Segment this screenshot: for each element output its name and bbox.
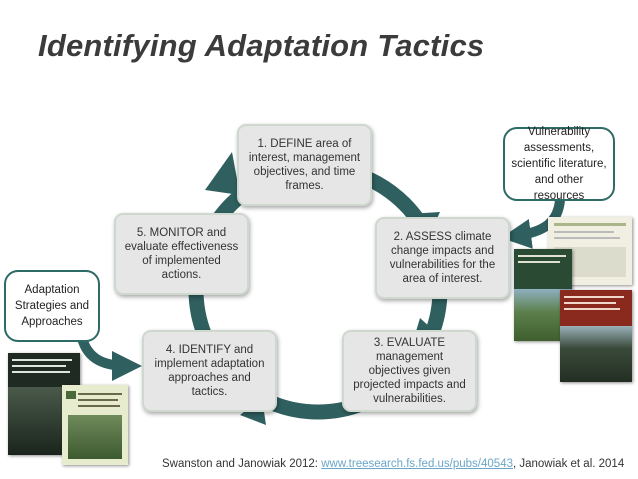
step-assess-box: 2. ASSESS climate change impacts and vul… [375, 217, 510, 299]
adaptation-strategies-box: Adaptation Strategies and Approaches [4, 270, 100, 342]
step-define-box: 1. DEFINE area of interest, management o… [237, 124, 372, 206]
input-arrow-right [501, 199, 565, 249]
citation-suffix: , Janowiak et al. 2014 [512, 458, 625, 470]
citation-link[interactable]: www.treesearch.fs.fed.us/pubs/40543 [321, 458, 513, 470]
report-thumbnail-left-2 [62, 385, 128, 465]
citation: Swanston and Janowiak 2012: www.treesear… [162, 458, 624, 470]
step-evaluate-box: 3. EVALUATE management objectives given … [342, 330, 477, 412]
step-monitor-box: 5. MONITOR and evaluate effectiveness of… [114, 213, 249, 295]
step-identify-box: 4. IDENTIFY and implement adaptation app… [142, 330, 277, 412]
report-thumbnail-right-2 [514, 249, 572, 341]
vulnerability-resources-box: Vulnerability assessments, scientific li… [503, 126, 615, 202]
arrow-head-top-left [205, 152, 240, 195]
input-arrow-left [77, 336, 142, 381]
citation-prefix: Swanston and Janowiak 2012: [162, 458, 322, 470]
page-title: Identifying Adaptation Tactics [38, 28, 485, 63]
report-thumbnail-right-3 [560, 290, 632, 382]
